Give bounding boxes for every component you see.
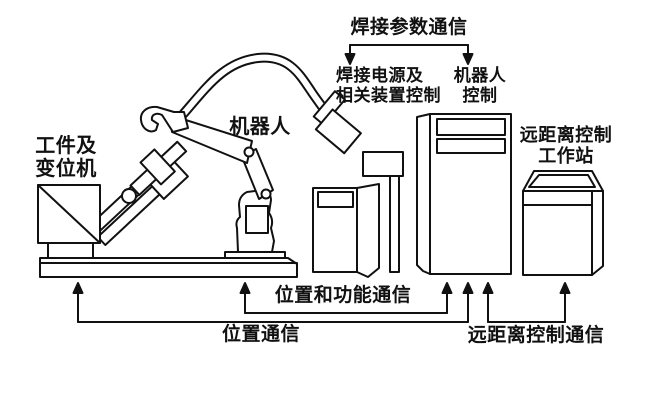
platform-drawing [39,257,298,278]
hose-connector-drawing [312,90,362,155]
welding-param-comm-label: 焊接参数通信 [350,17,468,38]
pos-func-bracket [239,282,453,314]
pos-comm-bracket [72,282,474,323]
positioner-drawing [37,140,189,259]
pos-func-comm-label: 位置和功能通信 [274,285,412,306]
workstation-drawing [522,170,604,276]
power-control-label: 焊接电源及 相关装置控制 [336,66,441,105]
remote-comm-bracket [482,282,571,323]
control-cabinet-drawing [416,113,512,275]
workstation-label: 远距离控制 工作站 [519,125,613,166]
wire-feeder-drawing [362,151,404,273]
workpiece-positioner-label: 工件及 变位机 [35,135,97,181]
robot-label: 机器人 [229,116,291,138]
robot-arm-drawing [139,105,286,259]
welding-param-bracket [344,44,474,65]
power-source-drawing [312,183,380,278]
pos-comm-label: 位置通信 [221,324,300,345]
remote-comm-label: 远距离控制通信 [467,325,605,346]
robot-control-label: 机器人 控制 [453,66,507,105]
